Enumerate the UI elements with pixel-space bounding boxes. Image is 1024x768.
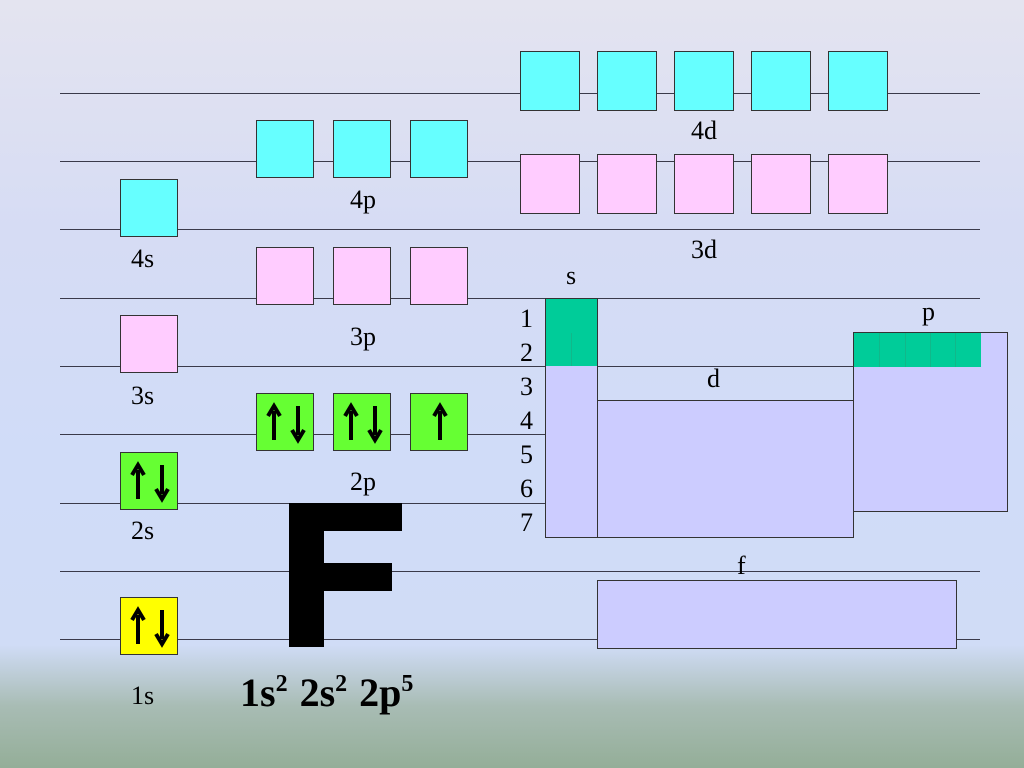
spin-up-down-arrows-icon [130,606,170,648]
orbital-4s-label: 4s [131,244,155,273]
period-number: 4 [520,406,533,435]
period-number: 2 [520,338,533,367]
spin-up-down-arrows-icon [130,461,170,503]
spin-up-arrow-icon [432,402,448,440]
orbital-3s-box [120,315,178,373]
orbital-3p-label: 3p [350,322,376,351]
d-block-label: d [707,364,720,393]
orbital-4d-box [597,51,657,111]
config-term-1s: 1s [240,670,276,715]
orbital-4d-box [520,51,580,111]
orbital-4d-label: 4d [691,116,717,145]
orbital-3d-box [597,154,657,214]
period-number: 6 [520,474,533,503]
energy-level-line [60,639,980,640]
s-block-label: s [566,261,577,290]
periodic-f-block [597,580,957,649]
p-block-label: p [922,297,935,326]
f-block-label: f [737,551,746,580]
s-block-cell-divider [571,333,572,366]
p-block-cell-divider [955,333,956,367]
config-exponent-1s: 2 [275,671,288,697]
periodic-d-block [597,400,854,538]
orbital-2p-box [256,393,314,451]
orbital-3d-box [674,154,734,214]
config-exponent-2p: 5 [401,671,414,697]
spin-up-down-arrows-icon [266,402,306,444]
orbital-3p-box [410,247,468,305]
electron-configuration: 1s2 2s2 2p5 [240,672,415,713]
period-number: 1 [520,304,533,333]
orbital-3p-box [333,247,391,305]
energy-level-line [60,503,980,504]
orbital-1s-box [120,597,178,655]
orbital-2s-box [120,452,178,510]
period-number: 7 [520,508,533,537]
config-term-2s: 2s [289,670,336,715]
spin-up-down-arrows-icon [343,402,383,444]
orbital-4p-box [256,120,314,178]
config-term-2p: 2p [349,670,402,715]
orbital-3d-label: 3d [691,235,717,264]
period-number: 5 [520,440,533,469]
orbital-4d-box [828,51,888,111]
orbital-1s-label: 1s [131,681,155,710]
orbital-3d-box [751,154,811,214]
periodic-p-block [853,332,1008,512]
p-block-cell-divider [879,333,880,367]
p-block-cell-divider [930,333,931,367]
energy-level-line [60,571,980,572]
orbital-4s-box [120,179,178,237]
orbital-2p-box [333,393,391,451]
energy-level-line [60,229,980,230]
orbital-3d-box [520,154,580,214]
energy-level-line [60,366,980,367]
orbital-2p-box [410,393,468,451]
orbital-2s-label: 2s [131,516,155,545]
orbital-4p-box [410,120,468,178]
energy-level-line [60,434,980,435]
p-block-filled-cells [854,333,981,367]
orbital-4d-box [674,51,734,111]
p-block-cell-divider [905,333,906,367]
orbital-3s-label: 3s [131,381,155,410]
element-symbol-f-icon: F [289,503,402,647]
orbital-3d-box [828,154,888,214]
orbital-4p-box [333,120,391,178]
orbital-2p-label: 2p [350,467,376,496]
orbital-3p-box [256,247,314,305]
energy-level-line [60,298,980,299]
period-number: 3 [520,372,533,401]
config-exponent-2s: 2 [335,671,348,697]
orbital-4d-box [751,51,811,111]
orbital-4p-label: 4p [350,185,376,214]
